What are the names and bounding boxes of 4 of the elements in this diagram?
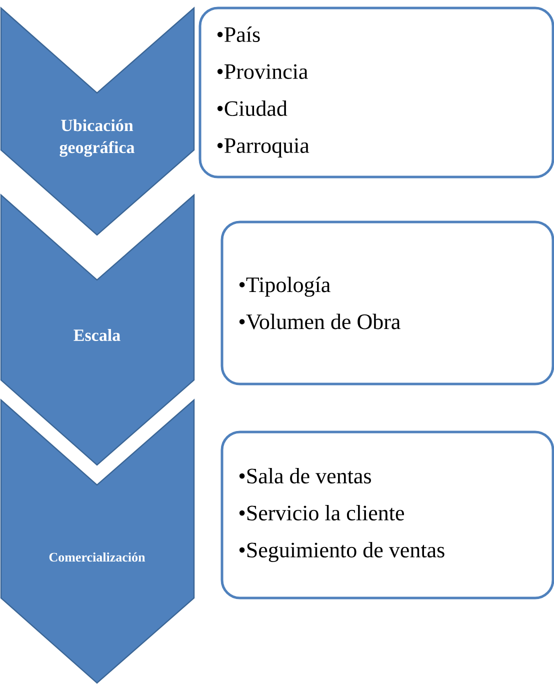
node-label: Comercialización bbox=[49, 552, 146, 562]
list-box: •País •Provincia •Ciudad •Parroquia bbox=[198, 6, 554, 178]
list-box: •Tipología •Volumen de Obra bbox=[220, 220, 554, 386]
list-box: •Sala de ventas •Servicio la cliente •Seguimiento de ventas bbox=[220, 430, 554, 600]
